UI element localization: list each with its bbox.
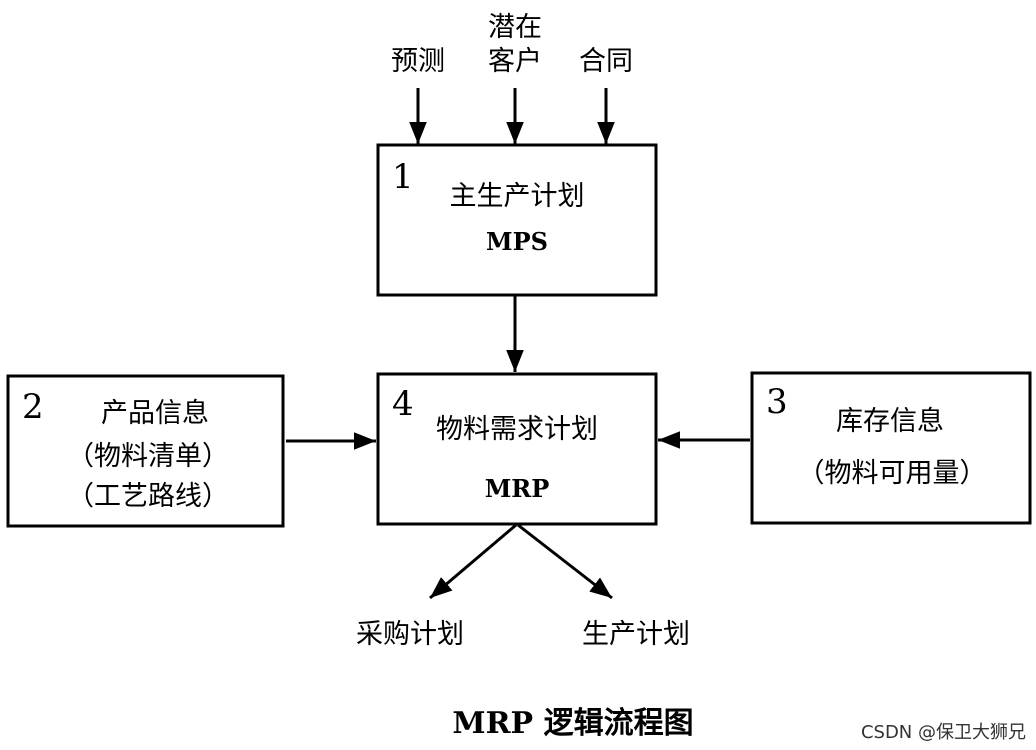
inventory-info-box [750,371,1032,525]
inventory-info-box-line1: 库存信息 [836,406,944,437]
product-info-box-line1: 产品信息 [101,398,209,429]
inventory-info-box-line2: （物料可用量） [798,458,987,489]
output-purchase-plan-label: 采购计划 [356,619,464,650]
csdn-watermark: CSDN @保卫大狮兄 [861,722,1026,743]
input-potential-customer-label-line2: 客户 [488,46,542,77]
product-info-box-line3: （工艺路线） [67,481,229,512]
diagram-caption: MRP 逻辑流程图 [452,706,693,741]
mrp-box-title: 物料需求计划 [436,414,598,445]
inventory-info-box-number: 3 [766,382,788,422]
mps-box-title: 主生产计划 [450,181,585,212]
input-potential-customer-label-line1: 潜在 [488,12,542,43]
output-production-plan-label: 生产计划 [582,619,690,650]
mps-box [376,143,658,297]
arrow-mrp-to-purchase [429,523,517,600]
input-forecast-label: 预测 [391,46,445,77]
product-info-box-number: 2 [22,387,44,427]
arrow-mrp-to-production [517,523,613,600]
product-info-box-line2: （物料清单） [67,441,229,472]
mrp-box-abbr: MRP [485,474,550,503]
mps-box-abbr: MPS [486,227,548,256]
input-contract-label: 合同 [579,46,633,77]
product-info-box [6,374,285,528]
mps-box-number: 1 [392,157,414,197]
mrp-box [376,372,658,526]
mrp-box-number: 4 [392,384,414,424]
